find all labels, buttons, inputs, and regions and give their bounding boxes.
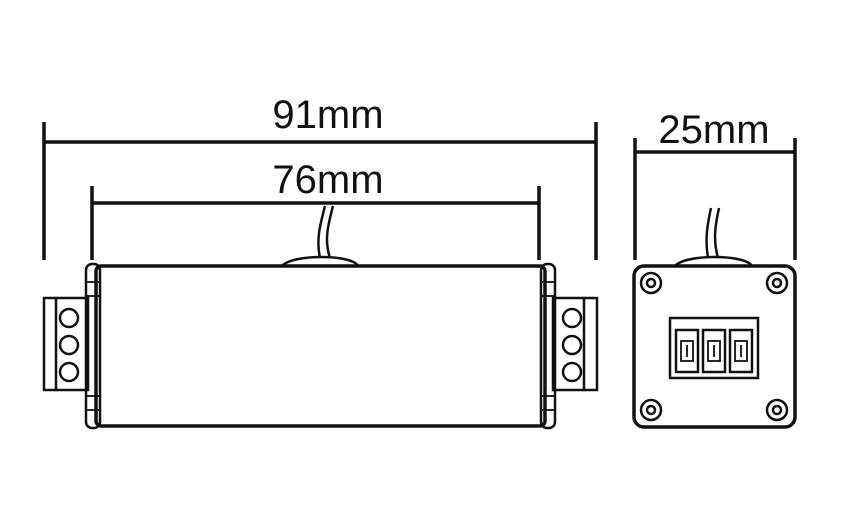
housing-body — [94, 264, 547, 428]
left-mounting-bracket — [42, 296, 90, 392]
body-length-label: 76mm — [272, 158, 383, 202]
right-mounting-bracket — [551, 296, 599, 392]
width-label: 25mm — [658, 108, 769, 152]
cable — [281, 205, 360, 267]
overall-length-dimension: 91mm — [42, 93, 598, 260]
body-length-dimension: 76mm — [90, 158, 541, 260]
end-view-cable — [674, 207, 754, 267]
screw-icon — [765, 271, 789, 295]
end-caps — [84, 262, 557, 430]
end-view-housing — [632, 264, 797, 429]
end-view: 25mm — [632, 108, 797, 429]
terminal-block — [668, 316, 760, 380]
side-view: 91mm 76mm — [42, 93, 599, 430]
width-dimension: 25mm — [633, 108, 797, 260]
overall-length-label: 91mm — [272, 93, 383, 137]
screw-icon — [639, 398, 663, 422]
screw-icon — [765, 398, 789, 422]
corner-screws — [639, 271, 789, 422]
screw-icon — [639, 271, 663, 295]
